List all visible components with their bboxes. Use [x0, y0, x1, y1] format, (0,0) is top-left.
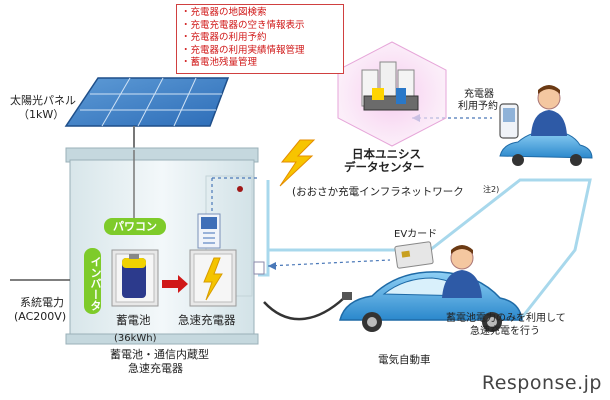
battery-icon [111, 249, 159, 307]
solar-panel-label: 太陽光パネル [10, 94, 76, 107]
reservation-label: 利用予約 [458, 101, 498, 112]
solar-capacity-label: （1kW） [18, 108, 65, 121]
ev-card-icon [394, 241, 434, 269]
cabinet-icon [65, 147, 265, 345]
grid-power-label: (AC200V) [14, 310, 67, 323]
phone-icon [499, 103, 519, 139]
battery-label: 蓄電池 [116, 313, 151, 327]
datacenter-label: データセンター [344, 160, 425, 174]
network-lines [258, 178, 592, 321]
cabinet-label: 急速充電器 [128, 362, 183, 375]
grid-power-label: 系統電力 [20, 296, 64, 309]
power-conditioner-label: パワコン [104, 218, 166, 235]
feature-list: ・充電器の地図検索 ・充電充電器の空き情報表示 ・充電器の利用予約 ・充電器の利… [176, 4, 344, 74]
reservation-label: 充電器 [464, 89, 494, 100]
person-icon [531, 85, 567, 136]
arrow-icon [162, 275, 188, 293]
feature-item: ・蓄電池残量管理 [181, 57, 258, 69]
network-label: (おおさか充電インフラネットワーク [292, 186, 464, 198]
datacenter-label: 日本ユニシス [352, 147, 421, 161]
feature-item: ・充電充電器の空き情報表示 [181, 19, 305, 31]
feature-item: ・充電器の利用予約 [181, 32, 267, 44]
solar-panel-icon [64, 77, 230, 152]
cabinet-label: 蓄電池・通信内蔵型 [110, 348, 209, 361]
inverter-label: インバータ [84, 248, 102, 314]
server-icon [337, 41, 447, 147]
car-icon [499, 130, 593, 166]
electric-car-label: 電気自動車 [378, 354, 431, 366]
network-note: 注2) [483, 185, 500, 194]
lightning-icon [279, 139, 316, 187]
feature-item: ・充電器の利用実績情報管理 [181, 44, 305, 56]
ev-card-label: EVカード [394, 229, 438, 240]
feature-item: ・充電器の地図検索 [181, 7, 267, 18]
battery-only-label: 蓄電池電力のみを利用して [446, 313, 566, 324]
quick-charger-label: 急速充電器 [178, 313, 236, 327]
battery-only-label: 急速充電を行う [470, 326, 540, 337]
watermark: Response.jp [481, 372, 602, 394]
person-icon [442, 245, 482, 298]
charger-icon [189, 213, 237, 307]
battery-capacity-label: (36kWh) [114, 333, 157, 344]
